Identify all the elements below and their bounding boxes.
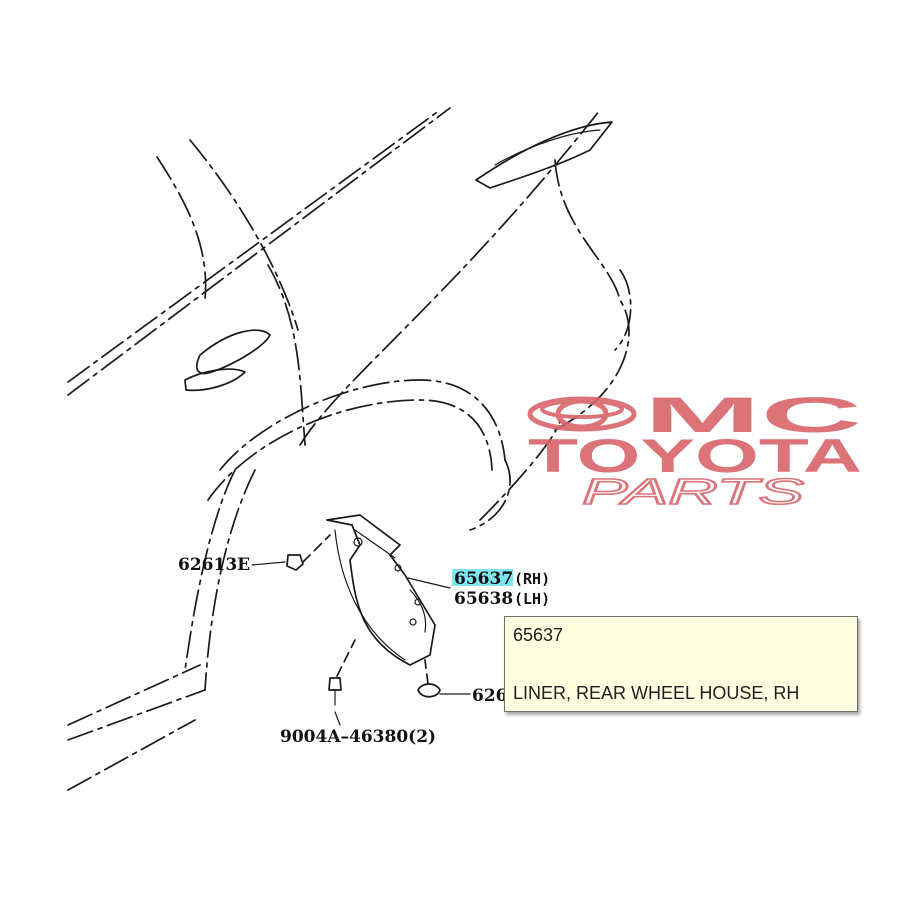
part-tooltip: 65637 LINER, REAR WHEEL HOUSE, RH [504,616,858,712]
vehicle-body-outline [67,107,632,791]
callout-highlight [452,569,513,586]
callout-65638-suffix: (LH) [514,590,550,608]
callout-65637[interactable]: 65637 [454,569,513,589]
tooltip-part-description: LINER, REAR WHEEL HOUSE, RH [513,683,800,703]
omc-toyota-parts-watermark: MC TOYOTA PARTS [527,387,862,513]
callout-65637-suffix: (RH) [514,570,550,588]
watermark-line2: TOYOTA [528,429,862,482]
leader-lines [251,561,471,726]
callout-62613e[interactable]: 62613E [178,555,250,575]
watermark-line1: MC [644,387,862,443]
callout-65638[interactable]: 65638 [454,589,513,609]
callout-9004a[interactable]: 9004A–46380(2) [280,727,436,747]
wheel-house-liner [326,514,436,666]
watermark-line3: PARTS [582,471,804,512]
fasteners [286,534,441,706]
callout-626[interactable]: 626 [472,686,508,706]
callout-labels: 62613E 65637 (RH) 65638 (LH) 9004A–46380… [178,555,550,747]
tooltip-part-code: 65637 [513,625,564,645]
toyota-emblem-logo [527,396,637,432]
